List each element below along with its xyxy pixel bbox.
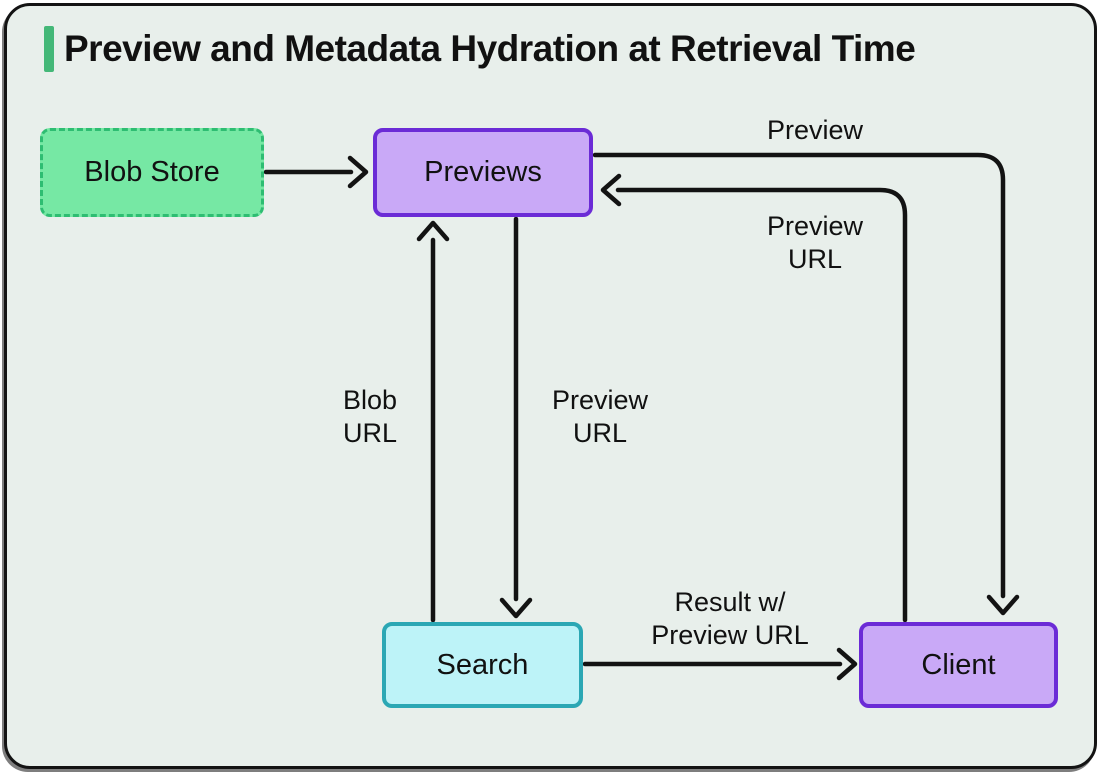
node-previews-label: Previews bbox=[424, 156, 542, 188]
edge-label-blob-url: Blob URL bbox=[342, 385, 398, 448]
node-blob-store: Blob Store bbox=[40, 128, 264, 217]
node-previews: Previews bbox=[373, 128, 593, 217]
node-search: Search bbox=[382, 622, 583, 708]
edge-label-preview-url-middle: Preview URL bbox=[551, 385, 649, 448]
node-client-label: Client bbox=[921, 648, 996, 681]
title-row: Preview and Metadata Hydration at Retrie… bbox=[44, 26, 916, 72]
edge-label-preview-url-right: Preview URL bbox=[766, 211, 864, 274]
edge-label-preview: Preview bbox=[766, 115, 864, 145]
node-search-label: Search bbox=[436, 648, 529, 681]
page-title: Preview and Metadata Hydration at Retrie… bbox=[64, 28, 916, 69]
node-client: Client bbox=[859, 622, 1058, 708]
edge-label-result-w-preview-url: Result w/ Preview URL bbox=[651, 587, 809, 650]
node-blob-store-label: Blob Store bbox=[84, 156, 220, 188]
title-accent-bar bbox=[44, 26, 54, 72]
